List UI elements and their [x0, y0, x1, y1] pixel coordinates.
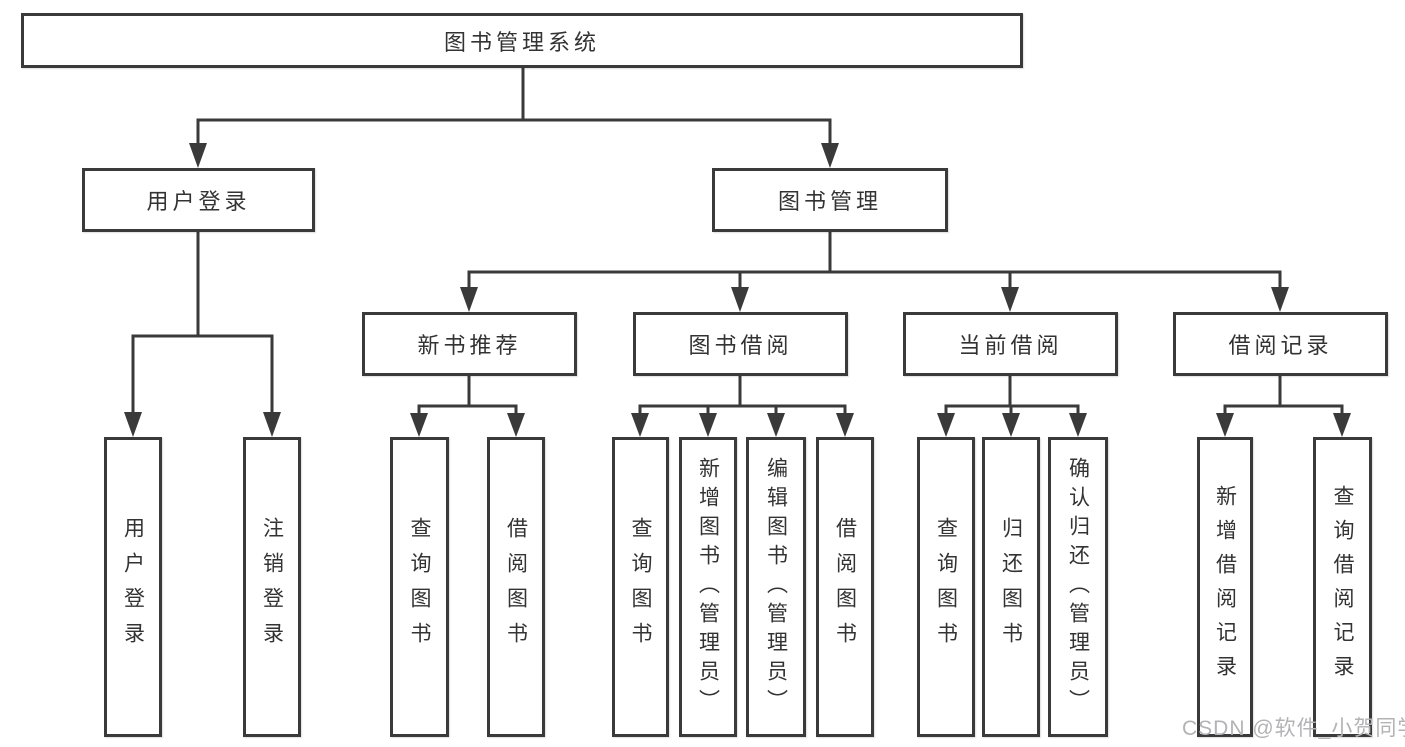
- leaf-query-borrow-record: 查询借阅记录: [1313, 437, 1372, 737]
- watermark-csdn: CSDN @软件_小贺同学: [1182, 717, 1405, 740]
- leaf-label: 新增借阅记录: [1213, 485, 1237, 689]
- node-user-login: 用户登录: [82, 168, 315, 232]
- arrowhead: [731, 287, 749, 312]
- arrowhead: [189, 143, 207, 168]
- arrowhead: [1069, 413, 1087, 437]
- arrowhead: [124, 412, 142, 437]
- arrowhead: [836, 413, 854, 437]
- arrowhead: [263, 412, 281, 437]
- arrowhead: [767, 413, 785, 437]
- leaf-query-books-recommend: 查询图书: [390, 437, 449, 737]
- node-label: 图书管理系统: [443, 29, 600, 55]
- node-label: 用户登录: [146, 189, 251, 214]
- leaf-borrow-books-recommend: 借阅图书: [487, 437, 545, 737]
- leaf-user-login: 用户登录: [104, 437, 162, 737]
- connector-new-book-branch: [417, 374, 518, 415]
- arrowheads: [124, 143, 1351, 437]
- leaf-label: 注销登录: [260, 517, 284, 657]
- arrowhead: [410, 413, 428, 437]
- arrowhead: [821, 143, 839, 168]
- arrowhead: [699, 413, 717, 437]
- arrowhead: [507, 413, 525, 437]
- arrowhead: [1333, 413, 1351, 437]
- leaf-label: 确认归还（管理员）: [1066, 456, 1090, 718]
- node-borrowing-records: 借阅记录: [1173, 312, 1388, 376]
- node-new-book-recommendation: 新书推荐: [362, 312, 577, 376]
- arrowhead: [631, 413, 649, 437]
- node-label: 当前借阅: [958, 333, 1063, 358]
- node-label: 图书借阅: [688, 333, 793, 358]
- connector-user-login-branch: [131, 230, 274, 414]
- connector-book-management-branch: [467, 230, 1282, 289]
- leaf-label: 查询图书: [629, 517, 652, 657]
- arrowhead: [460, 287, 478, 312]
- node-current-borrowing: 当前借阅: [903, 312, 1118, 376]
- arrowhead: [1271, 287, 1289, 312]
- node-book-borrowing: 图书借阅: [633, 312, 848, 376]
- leaf-add-borrow-record: 新增借阅记录: [1197, 437, 1253, 737]
- leaf-borrow-books-borrowing: 借阅图书: [816, 437, 874, 737]
- leaf-query-books-borrowing: 查询图书: [612, 437, 669, 737]
- arrowhead: [1216, 413, 1234, 437]
- connector-current-borrowing-branch: [944, 374, 1080, 415]
- leaf-label: 用户登录: [121, 517, 145, 657]
- leaf-edit-books-admin: 编辑图书（管理员）: [746, 437, 806, 737]
- leaf-confirm-return-admin: 确认归还（管理员）: [1048, 437, 1108, 737]
- leaf-label: 编辑图书（管理员）: [764, 456, 788, 718]
- arrowhead: [1001, 287, 1019, 312]
- leaf-label: 查询借阅记录: [1331, 485, 1354, 689]
- node-library-management-system: 图书管理系统: [21, 13, 1023, 68]
- leaf-label: 借阅图书: [504, 517, 528, 657]
- leaf-logout-login: 注销登录: [243, 437, 301, 737]
- leaf-return-books: 归还图书: [982, 437, 1040, 737]
- leaf-label: 归还图书: [999, 517, 1023, 657]
- arrowhead: [1002, 413, 1020, 437]
- leaf-label: 新增图书（管理员）: [696, 456, 720, 718]
- node-book-management: 图书管理: [712, 168, 948, 232]
- leaf-query-books-current: 查询图书: [917, 437, 975, 737]
- leaf-add-books-admin: 新增图书（管理员）: [679, 437, 737, 737]
- node-label: 新书推荐: [417, 333, 522, 358]
- connector-borrow-records-branch: [1223, 374, 1344, 415]
- connector-book-borrowing-branch: [638, 374, 847, 415]
- node-label: 借阅记录: [1228, 333, 1333, 358]
- leaf-label: 借阅图书: [833, 517, 857, 657]
- connector-root-to-level2: [196, 66, 832, 145]
- leaf-label: 查询图书: [934, 517, 958, 657]
- node-label: 图书管理: [777, 189, 882, 214]
- leaf-label: 查询图书: [408, 517, 431, 657]
- arrowhead: [937, 413, 955, 437]
